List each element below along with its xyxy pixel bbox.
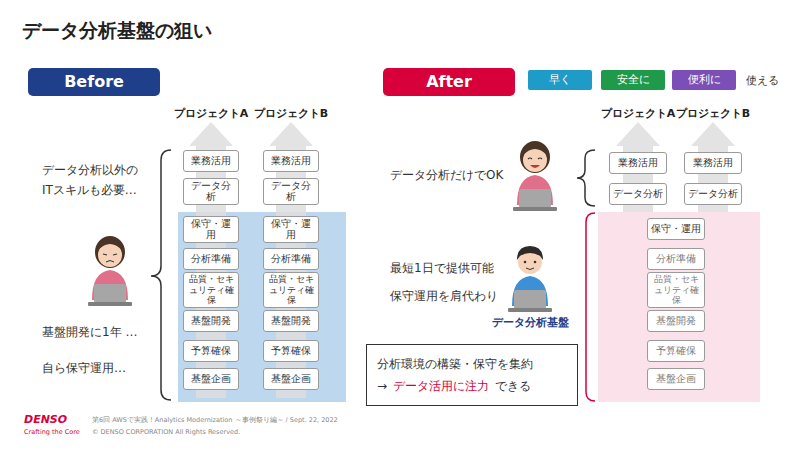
benefit-tag: 早く bbox=[528, 70, 592, 90]
box-label: Before bbox=[64, 73, 124, 91]
person-happy bbox=[513, 141, 557, 211]
message-text: できる bbox=[495, 379, 531, 393]
box-label: 基盤開発 bbox=[191, 315, 231, 327]
curly-bracket bbox=[151, 150, 171, 400]
box-label: 品質・セキュリティ確保 bbox=[187, 274, 235, 305]
stack-box: 品質・セキュリティ確保 bbox=[263, 272, 319, 307]
stack-box: 基盤開発 bbox=[263, 310, 319, 332]
platform-box: 予算確保 bbox=[647, 340, 705, 362]
stack-box: 基盤企画 bbox=[263, 368, 319, 390]
box-label: データ分析 bbox=[688, 188, 738, 200]
column-header: プロジェクトB bbox=[254, 106, 328, 121]
message-text: データ活用に注力 bbox=[393, 379, 489, 393]
stack-box: 基盤企画 bbox=[183, 368, 239, 390]
stack-box: 業務活用 bbox=[684, 152, 742, 174]
benefit-tag: 便利に bbox=[672, 70, 736, 90]
platform-region bbox=[598, 212, 760, 402]
box-label: 品質・セキュリティ確保 bbox=[651, 274, 701, 305]
stack-box: 予算確保 bbox=[263, 340, 319, 362]
box-label: 予算確保 bbox=[656, 345, 696, 357]
pain-note: データ分析以外の ITスキルも必要… bbox=[42, 160, 154, 200]
box-label: 安全に bbox=[617, 74, 650, 87]
stack-box: 業務活用 bbox=[263, 150, 319, 172]
box-label: 便利に bbox=[688, 74, 721, 87]
box-label: 分析準備 bbox=[271, 253, 311, 265]
column-header: プロジェクトA bbox=[601, 106, 676, 121]
platform-box: 分析準備 bbox=[647, 248, 705, 270]
box-label: 業務活用 bbox=[693, 157, 733, 169]
footer-text: © DENSO CORPORATION All Rights Reserved. bbox=[92, 428, 240, 436]
box-label: 分析準備 bbox=[191, 253, 231, 265]
box-label: 分析準備 bbox=[656, 253, 696, 265]
stack-box: データ分析 bbox=[263, 178, 319, 205]
platform-name: データ分析基盤 bbox=[492, 315, 569, 330]
stack-box: 分析準備 bbox=[183, 248, 239, 270]
platform-box: 保守・運用 bbox=[647, 218, 705, 240]
stack-box: 品質・セキュリティ確保 bbox=[183, 272, 239, 307]
after-banner: After bbox=[383, 68, 515, 96]
box-label: 基盤企画 bbox=[271, 373, 311, 385]
box-label: 基盤企画 bbox=[656, 373, 696, 385]
box-label: データ分析 bbox=[267, 180, 315, 203]
box-label: 保守・運用 bbox=[651, 223, 701, 235]
person-platform bbox=[508, 246, 552, 312]
box-label: 基盤開発 bbox=[271, 315, 311, 327]
message-text: → bbox=[377, 379, 387, 393]
curly-bracket bbox=[577, 150, 595, 206]
box-label: 早く bbox=[549, 74, 571, 87]
platform-box: 品質・セキュリティ確保 bbox=[647, 272, 705, 307]
stack-box: 分析準備 bbox=[263, 248, 319, 270]
pain-note: 基盤開発に1年 … bbox=[42, 322, 142, 342]
pain-note: 自ら保守運用… bbox=[42, 360, 126, 377]
company-logo: DENSO bbox=[24, 413, 67, 426]
benefit-note: 最短1日で提供可能 bbox=[390, 260, 494, 277]
message-box: 分析環境の構築・保守を集約 → データ活用に注力できる bbox=[366, 344, 578, 406]
red-bracket bbox=[586, 213, 595, 401]
logo-tagline: Crafting the Core bbox=[24, 428, 80, 436]
benefit-tag: 安全に bbox=[601, 70, 665, 90]
column-header: プロジェクトB bbox=[676, 106, 750, 121]
footer-text: 第6回 AWSで実践！Analytics Modernization ～事例祭り… bbox=[92, 416, 338, 425]
stack-box: 業務活用 bbox=[183, 150, 239, 172]
box-label: 業務活用 bbox=[618, 157, 658, 169]
box-label: 業務活用 bbox=[271, 155, 311, 167]
box-label: 保守・運用 bbox=[267, 218, 315, 241]
box-label: After bbox=[426, 73, 472, 91]
infra-region bbox=[178, 212, 346, 402]
box-label: 基盤開発 bbox=[656, 315, 696, 327]
stack-box: データ分析 bbox=[609, 183, 667, 205]
box-label: 予算確保 bbox=[191, 345, 231, 357]
message-text: 分析環境の構築・保守を集約 bbox=[377, 353, 567, 375]
platform-box: 基盤企画 bbox=[647, 368, 705, 390]
benefit-note: データ分析だけでOK bbox=[390, 167, 503, 184]
slide-title: データ分析基盤の狙い bbox=[22, 18, 212, 44]
tag-suffix: 使える bbox=[746, 73, 779, 88]
stack-box: 予算確保 bbox=[183, 340, 239, 362]
stack-box: データ分析 bbox=[183, 178, 239, 205]
box-label: 基盤企画 bbox=[191, 373, 231, 385]
stack-box: 基盤開発 bbox=[183, 310, 239, 332]
stack-box: 保守・運用 bbox=[263, 216, 319, 243]
stack-box: 保守・運用 bbox=[183, 216, 239, 243]
column-header: プロジェクトA bbox=[174, 106, 249, 121]
box-label: データ分析 bbox=[187, 180, 235, 203]
person-worried bbox=[88, 236, 132, 306]
before-banner: Before bbox=[28, 68, 160, 96]
benefit-note: 保守運用を肩代わり bbox=[390, 288, 498, 305]
box-label: データ分析 bbox=[613, 188, 663, 200]
box-label: 品質・セキュリティ確保 bbox=[267, 274, 315, 305]
box-label: 業務活用 bbox=[191, 155, 231, 167]
stack-box: 業務活用 bbox=[609, 152, 667, 174]
stack-box: データ分析 bbox=[684, 183, 742, 205]
box-label: 予算確保 bbox=[271, 345, 311, 357]
platform-box: 基盤開発 bbox=[647, 310, 705, 332]
box-label: 保守・運用 bbox=[187, 218, 235, 241]
